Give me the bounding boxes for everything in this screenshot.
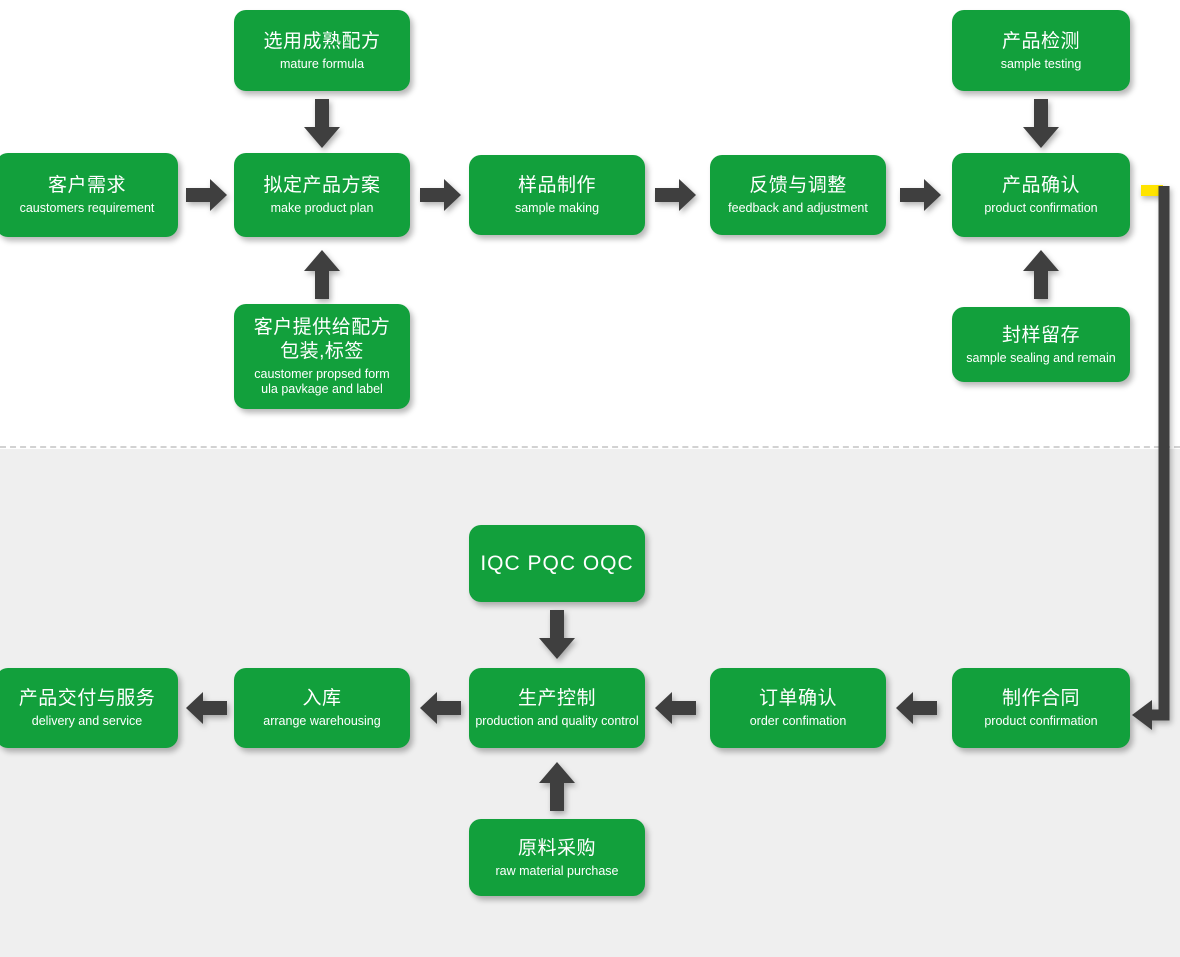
- node-product-confirmation[interactable]: 产品确认 product confirmation: [952, 153, 1130, 237]
- node-label-cn: 生产控制: [517, 688, 596, 709]
- node-mature-formula[interactable]: 选用成熟配方 mature formula: [234, 10, 410, 91]
- node-label-en: caustomers requirement: [19, 201, 155, 215]
- node-label-cn: IQC PQC OQC: [480, 551, 634, 575]
- node-make-contract[interactable]: 制作合同 product confirmation: [952, 668, 1130, 748]
- node-raw-material-purchase[interactable]: 原料采购 raw material purchase: [469, 819, 645, 896]
- connector-confirmation-to-contract: [1128, 184, 1180, 734]
- node-label-en: make product plan: [270, 201, 374, 215]
- section-divider: [0, 446, 1180, 448]
- arrow-provided-to-plan: [303, 250, 341, 300]
- arrow-plan-to-sample: [420, 178, 462, 212]
- node-sample-testing[interactable]: 产品检测 sample testing: [952, 10, 1130, 91]
- node-label-cn: 制作合同: [1001, 688, 1080, 709]
- arrow-sealing-to-confirmation: [1022, 250, 1060, 300]
- node-label-cn: 产品交付与服务: [18, 688, 156, 709]
- node-label-cn: 产品检测: [1001, 30, 1080, 52]
- arrow-warehousing-to-delivery: [186, 691, 228, 725]
- node-label-cn: 反馈与调整: [749, 175, 847, 196]
- node-label-en: sample testing: [1000, 56, 1082, 71]
- node-label-cn: 样品制作: [517, 175, 596, 196]
- node-feedback-adjustment[interactable]: 反馈与调整 feedback and adjustment: [710, 155, 886, 235]
- node-label-en: sample making: [514, 201, 600, 215]
- node-label-cn: 入库: [302, 688, 342, 709]
- node-customers-requirement[interactable]: 客户需求 caustomers requirement: [0, 153, 178, 237]
- arrow-raw-to-production: [538, 762, 576, 812]
- node-make-product-plan[interactable]: 拟定产品方案 make product plan: [234, 153, 410, 237]
- node-label-en: product confirmation: [984, 714, 1098, 728]
- node-label-cn: 拟定产品方案: [263, 175, 381, 196]
- node-label-cn: 产品确认: [1001, 175, 1080, 196]
- node-iqc-pqc-oqc[interactable]: IQC PQC OQC: [469, 525, 645, 602]
- node-label-cn: 选用成熟配方: [263, 30, 381, 52]
- node-label-cn: 订单确认: [758, 688, 837, 709]
- arrow-testing-to-confirmation: [1022, 99, 1060, 149]
- arrow-production-to-warehousing: [420, 691, 462, 725]
- node-label-en: sample sealing and remain: [966, 350, 1116, 365]
- arrow-formula-to-plan: [303, 99, 341, 149]
- node-sample-making[interactable]: 样品制作 sample making: [469, 155, 645, 235]
- node-production-control[interactable]: 生产控制 production and quality control: [469, 668, 645, 748]
- node-label-en: raw material purchase: [495, 863, 619, 878]
- node-label-en: product confirmation: [984, 201, 1098, 215]
- node-label-cn: 客户提供给配方 包装,标签: [253, 317, 391, 362]
- node-label-en: mature formula: [279, 56, 365, 71]
- arrow-sample-to-feedback: [655, 178, 697, 212]
- node-arrange-warehousing[interactable]: 入库 arrange warehousing: [234, 668, 410, 748]
- node-label-en: caustomer propsed form ula pavkage and l…: [254, 367, 390, 396]
- connector-yellow-stub: [1141, 185, 1163, 196]
- arrow-order-to-production: [655, 691, 697, 725]
- node-order-confirmation[interactable]: 订单确认 order confimation: [710, 668, 886, 748]
- node-label-cn: 原料采购: [517, 837, 596, 859]
- arrow-feedback-to-confirmation: [900, 178, 942, 212]
- arrow-contract-to-order: [896, 691, 938, 725]
- node-label-en: arrange warehousing: [263, 714, 381, 728]
- node-delivery-service[interactable]: 产品交付与服务 delivery and service: [0, 668, 178, 748]
- arrow-iqc-to-production: [538, 610, 576, 660]
- node-label-en: production and quality control: [475, 714, 639, 728]
- node-label-en: feedback and adjustment: [728, 201, 868, 215]
- node-label-cn: 客户需求: [47, 175, 126, 196]
- node-label-en: delivery and service: [31, 714, 143, 728]
- arrow-requirement-to-plan: [186, 178, 228, 212]
- node-sample-sealing[interactable]: 封样留存 sample sealing and remain: [952, 307, 1130, 382]
- node-label-cn: 封样留存: [1001, 324, 1080, 346]
- node-label-en: order confimation: [749, 714, 847, 728]
- node-customer-provided-formula[interactable]: 客户提供给配方 包装,标签 caustomer propsed form ula…: [234, 304, 410, 409]
